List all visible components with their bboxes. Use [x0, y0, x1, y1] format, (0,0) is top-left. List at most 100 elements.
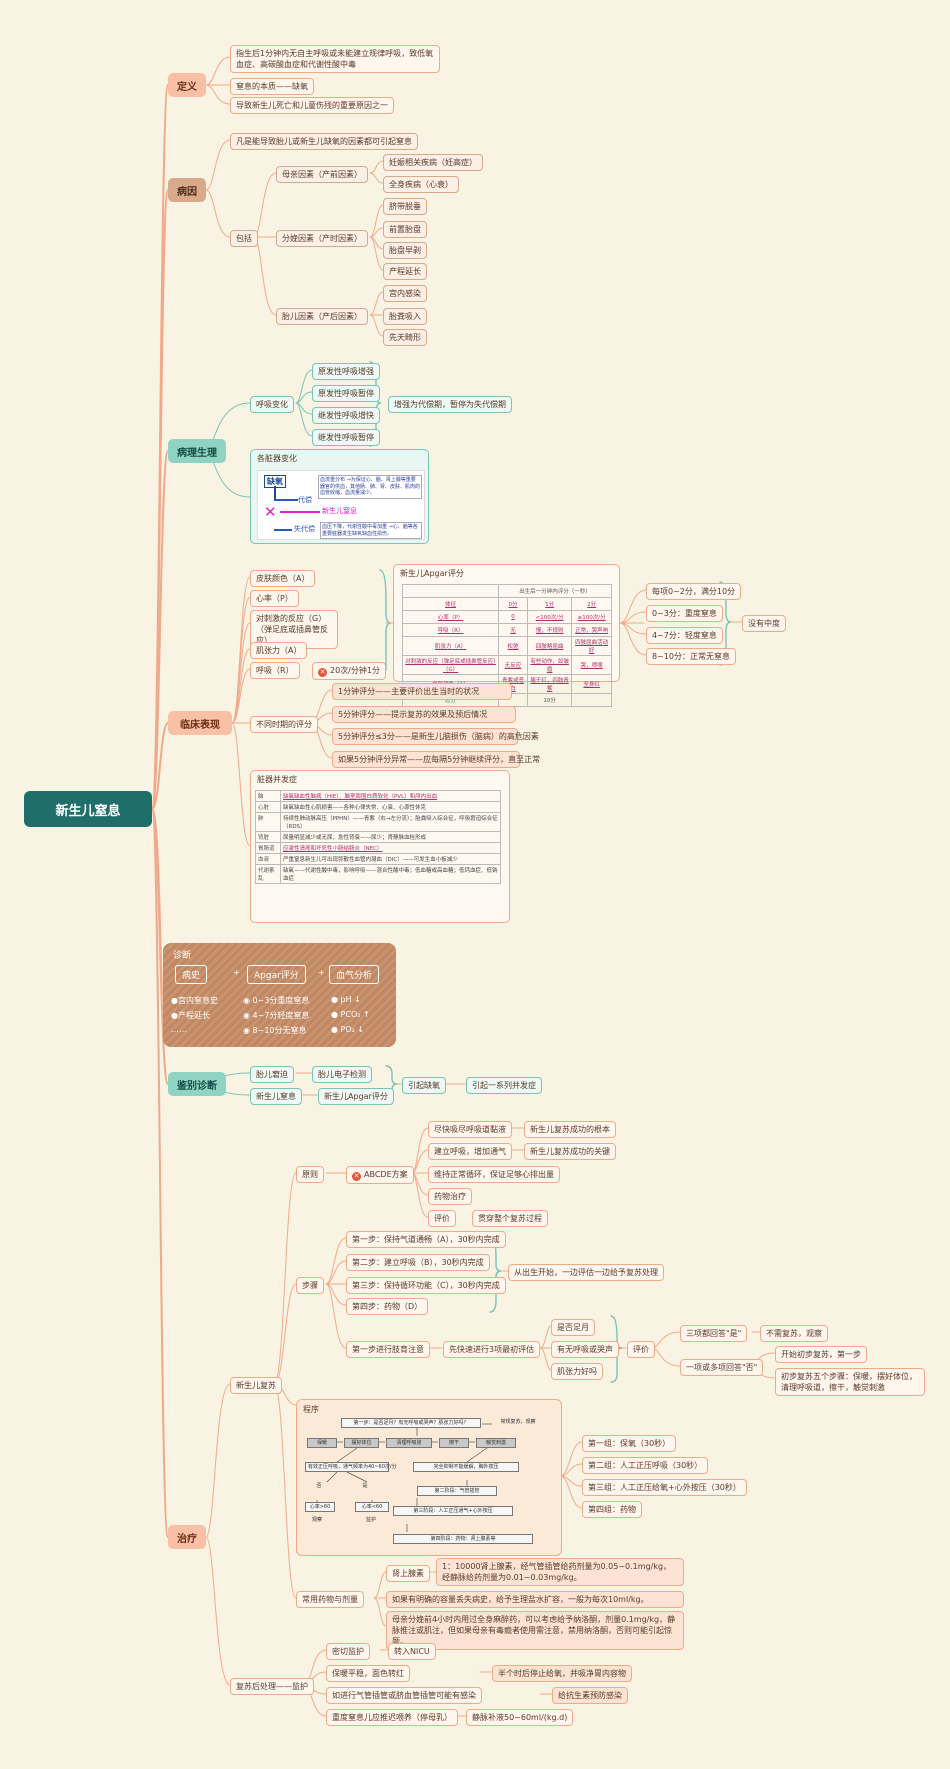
resp-item[interactable]: 原发性呼吸增强 [312, 363, 380, 380]
step-item[interactable]: 第四步：药物（D） [346, 1298, 429, 1315]
abcde-plan[interactable]: ✕ABCDE方案 [346, 1166, 414, 1184]
etiology-delivery-item[interactable]: 前置胎盘 [383, 221, 427, 238]
resp-item[interactable]: 继发性呼吸暂停 [312, 429, 380, 446]
apgar-score[interactable]: 每项0~2分，满分10分 [646, 583, 742, 600]
diff-neonatal[interactable]: 新生儿窒息 [250, 1088, 302, 1105]
principle-item[interactable]: 尽快吸尽呼吸道黏液 [428, 1121, 512, 1138]
eval-check[interactable]: 是否足月 [551, 1319, 595, 1336]
flow-stage[interactable]: 第二组：人工正压呼吸（30秒） [582, 1457, 709, 1474]
etiology-maternal-item[interactable]: 妊娠相关疾病（妊高症） [383, 154, 483, 171]
etiology-fetal[interactable]: 胎儿因素（产后因素） [276, 308, 368, 325]
flow-stage[interactable]: 第一组：保氧（30秒） [582, 1435, 677, 1452]
definition-item[interactable]: 指生后1分钟内无自主呼吸或未能建立规律呼吸，致低氧血症、高碳酸血症和代谢性酸中毒 [230, 45, 440, 73]
post-result[interactable]: 半个时后停止给氧，并吸净胃内容物 [492, 1665, 632, 1682]
drug-volume[interactable]: 如果有明确的容量丢失病史，给予生理盐水扩容，一般为每次10ml/kg。 [386, 1591, 684, 1608]
diff-neonatal-apgar[interactable]: 新生儿Apgar评分 [318, 1088, 394, 1105]
resp-score-note[interactable]: ✕20次/分钟1分 [312, 662, 386, 680]
post-item[interactable]: 保暖平稳，面色转红 [326, 1665, 410, 1682]
etiology-delivery[interactable]: 分娩因素（产时因素） [276, 230, 368, 247]
resp-item[interactable]: 原发性呼吸暂停 [312, 385, 380, 402]
post-item[interactable]: 重度窒息儿应推迟喂养（停母乳） [326, 1709, 458, 1726]
eval-label[interactable]: 评价 [627, 1341, 655, 1358]
flow-stage[interactable]: 第四组：药物 [582, 1501, 642, 1518]
etiology-fetal-item[interactable]: 胎粪吸入 [383, 308, 427, 325]
category-treatment[interactable]: 治疗 [168, 1525, 206, 1549]
definition-item[interactable]: 导致新生儿死亡和儿童伤残的重要原因之一 [230, 97, 394, 114]
etiology-fetal-item[interactable]: 先天畸形 [383, 329, 427, 346]
step-item[interactable]: 第一步：保持气道通畅（A），30秒内完成 [346, 1231, 506, 1248]
etiology-fetal-item[interactable]: 宫内感染 [383, 285, 427, 302]
resp-note[interactable]: 增强为代偿期，暂停为失代偿期 [388, 396, 512, 413]
clinical-sign[interactable]: 呼吸（R） [250, 662, 300, 679]
eval-no[interactable]: 一项或多项回答"否" [680, 1359, 764, 1376]
principle[interactable]: 原则 [296, 1166, 324, 1183]
step-item[interactable]: 第二步：建立呼吸（B），30秒内完成 [346, 1254, 490, 1271]
etiology-desc[interactable]: 凡是能导致胎儿或新生儿缺氧的因素都可引起窒息 [230, 133, 418, 150]
clinical-sign[interactable]: 皮肤颜色（A） [250, 570, 316, 587]
eval-check[interactable]: 有无呼吸或哭声 [551, 1341, 619, 1358]
steps-note[interactable]: 从出生开始，一边评估一边给予复苏处理 [508, 1264, 664, 1281]
time-item[interactable]: 如果5分钟评分异常——应每隔5分钟继续评分，直至正常 [332, 751, 540, 768]
eval-yes[interactable]: 三项都回答"是" [680, 1325, 748, 1342]
resp-change[interactable]: 呼吸变化 [250, 396, 294, 413]
principle-note[interactable]: 新生儿复苏成功的根本 [524, 1121, 616, 1138]
principle-note[interactable]: 贯穿整个复苏过程 [472, 1210, 548, 1227]
apgar-score[interactable]: 4~7分：轻度窒息 [646, 627, 723, 644]
post-item[interactable]: 密切监护 [326, 1643, 370, 1660]
time-scoring[interactable]: 不同时期的评分 [250, 716, 318, 733]
step-item[interactable]: 第三步：保持循环功能（C），30秒内完成 [346, 1277, 506, 1294]
etiology-maternal-item[interactable]: 全身疾病（心衰） [383, 176, 459, 193]
category-etiology[interactable]: 病因 [168, 178, 206, 202]
time-item[interactable]: 5分钟评分≤3分——是新生儿脑损伤（脑病）的高危因素 [332, 728, 539, 745]
drugs[interactable]: 常用药物与剂量 [296, 1591, 364, 1608]
eval-three[interactable]: 先快速进行3项最初评估 [443, 1341, 541, 1358]
diff-fetal-distress[interactable]: 胎儿窘迫 [250, 1066, 294, 1083]
diagnosis-panel[interactable]: 诊断 病史 + Apgar评分 + 血气分析 ●宫内窒息史 ●产程延长 …… ◉… [163, 943, 396, 1047]
root-node[interactable]: 新生儿窒息 [24, 791, 152, 827]
clinical-sign[interactable]: 肌张力（A） [250, 642, 308, 659]
time-item[interactable]: 5分钟评分——提示复苏的效果及预后情况 [332, 706, 516, 723]
post-result[interactable]: 转入NICU [388, 1643, 436, 1660]
clinical-sign[interactable]: 心率（P） [250, 590, 299, 607]
apgar-score[interactable]: 0~3分：重度窒息 [646, 605, 723, 622]
procedure-panel[interactable]: 程序 第一步：是否足月？有无呼吸或哭声？肌张力好吗？ 常规复苏，观察 保暖 摆好… [296, 1399, 562, 1556]
drug-epinephrine[interactable]: 肾上腺素 [386, 1565, 430, 1582]
resp-item[interactable]: 继发性呼吸增快 [312, 407, 380, 424]
post-care[interactable]: 复苏后处理——监护 [230, 1678, 314, 1695]
diff-fetal-monitor[interactable]: 胎儿电子检测 [312, 1066, 372, 1083]
post-item[interactable]: 如进行气管插管或脐血管插管可能有感染 [326, 1687, 482, 1704]
eval-no-result2[interactable]: 初步复苏五个步骤：保暖，摆好体位，清理呼吸道，擦干，触觉刺激 [775, 1368, 925, 1396]
post-result[interactable]: 给抗生素预防感染 [552, 1687, 628, 1704]
drug-epinephrine-dose[interactable]: 1：10000肾上腺素，经气管插管给药剂量为0.05~0.1mg/kg，经静脉给… [436, 1558, 684, 1586]
diff-cause[interactable]: 引起缺氧 [402, 1077, 446, 1094]
resuscitation[interactable]: 新生儿复苏 [230, 1377, 282, 1394]
etiology-include[interactable]: 包括 [230, 230, 258, 247]
etiology-delivery-item[interactable]: 脐带脱垂 [383, 198, 427, 215]
category-differential[interactable]: 鉴别诊断 [168, 1072, 226, 1096]
apgar-score[interactable]: 8~10分：正常无窒息 [646, 648, 736, 665]
principle-item[interactable]: 评价 [428, 1210, 456, 1227]
etiology-delivery-item[interactable]: 胎盘早剥 [383, 242, 427, 259]
eval-yes-result[interactable]: 不需复苏，观察 [760, 1325, 828, 1342]
flow-stage[interactable]: 第三组：人工正压给氧+心外按压（30秒） [582, 1479, 747, 1496]
post-result[interactable]: 静脉补液50~60ml/(kg.d) [466, 1709, 574, 1726]
etiology-maternal[interactable]: 母亲因素（产前因素） [276, 166, 368, 183]
steps[interactable]: 步骤 [296, 1277, 324, 1294]
drug-naloxone[interactable]: 母亲分娩前4小时内用过全身麻醉药，可以考虑给予纳洛酮，剂量0.1mg/kg，静脉… [386, 1611, 684, 1650]
etiology-delivery-item[interactable]: 产程延长 [383, 263, 427, 280]
category-clinical[interactable]: 临床表现 [168, 711, 232, 735]
principle-note[interactable]: 新生儿复苏成功的关键 [524, 1143, 616, 1160]
principle-item[interactable]: 药物治疗 [428, 1188, 472, 1205]
time-item[interactable]: 1分钟评分——主要评价出生当时的状况 [332, 683, 512, 700]
diff-result[interactable]: 引起一系列并发症 [466, 1077, 542, 1094]
no-moderate-note[interactable]: 没有中度 [742, 615, 786, 632]
category-pathophysiology[interactable]: 病理生理 [168, 439, 226, 463]
category-definition[interactable]: 定义 [168, 73, 206, 97]
principle-item[interactable]: 建立呼吸，增加通气 [428, 1143, 512, 1160]
principle-item[interactable]: 维持正常循环，保证足够心排出量 [428, 1166, 560, 1183]
eval-first[interactable]: 第一步进行肢育注意 [346, 1341, 430, 1358]
eval-check[interactable]: 肌张力好吗 [551, 1363, 603, 1380]
organ-change-panel[interactable]: 各脏器变化 缺氧 代偿 血流重分布 →为保证心、脑、肾上腺等重要器官的供血，其他… [250, 449, 429, 544]
definition-item[interactable]: 窒息的本质——缺氧 [230, 78, 314, 95]
